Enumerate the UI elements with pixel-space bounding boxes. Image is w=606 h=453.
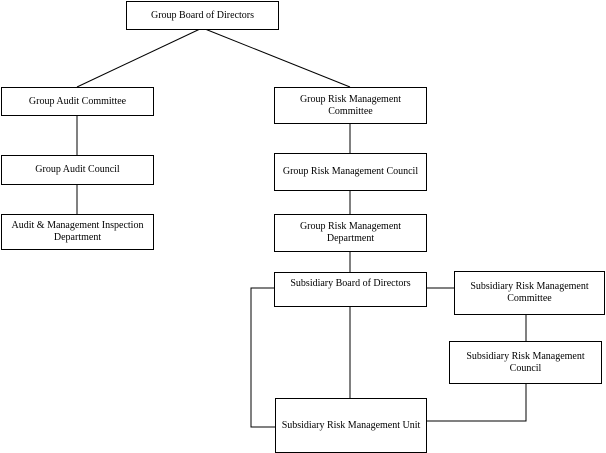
connector-sub-board-sub-unit-loop <box>250 287 275 428</box>
node-subsidiary-risk-management-council: Subsidiary Risk Management Council <box>449 341 602 384</box>
node-audit-management-inspection-department: Audit & Management Inspection Department <box>1 214 154 250</box>
connector-sub-council-sub-unit <box>427 384 527 422</box>
node-subsidiary-risk-management-unit: Subsidiary Risk Management Unit <box>275 398 427 453</box>
node-subsidiary-board-of-directors: Subsidiary Board of Directors <box>274 272 427 307</box>
node-group-risk-management-department: Group Risk Management Department <box>274 214 427 252</box>
node-subsidiary-risk-management-committee: Subsidiary Risk Management Committee <box>454 271 605 315</box>
connector-board-risk-committee <box>204 28 351 88</box>
node-group-audit-council: Group Audit Council <box>1 155 154 185</box>
connector-board-audit-committee <box>76 28 201 88</box>
node-group-risk-management-council: Group Risk Management Council <box>274 153 427 191</box>
node-group-audit-committee: Group Audit Committee <box>1 87 154 116</box>
node-group-risk-management-committee: Group Risk Management Committee <box>274 87 427 124</box>
node-group-board-of-directors: Group Board of Directors <box>126 1 279 30</box>
